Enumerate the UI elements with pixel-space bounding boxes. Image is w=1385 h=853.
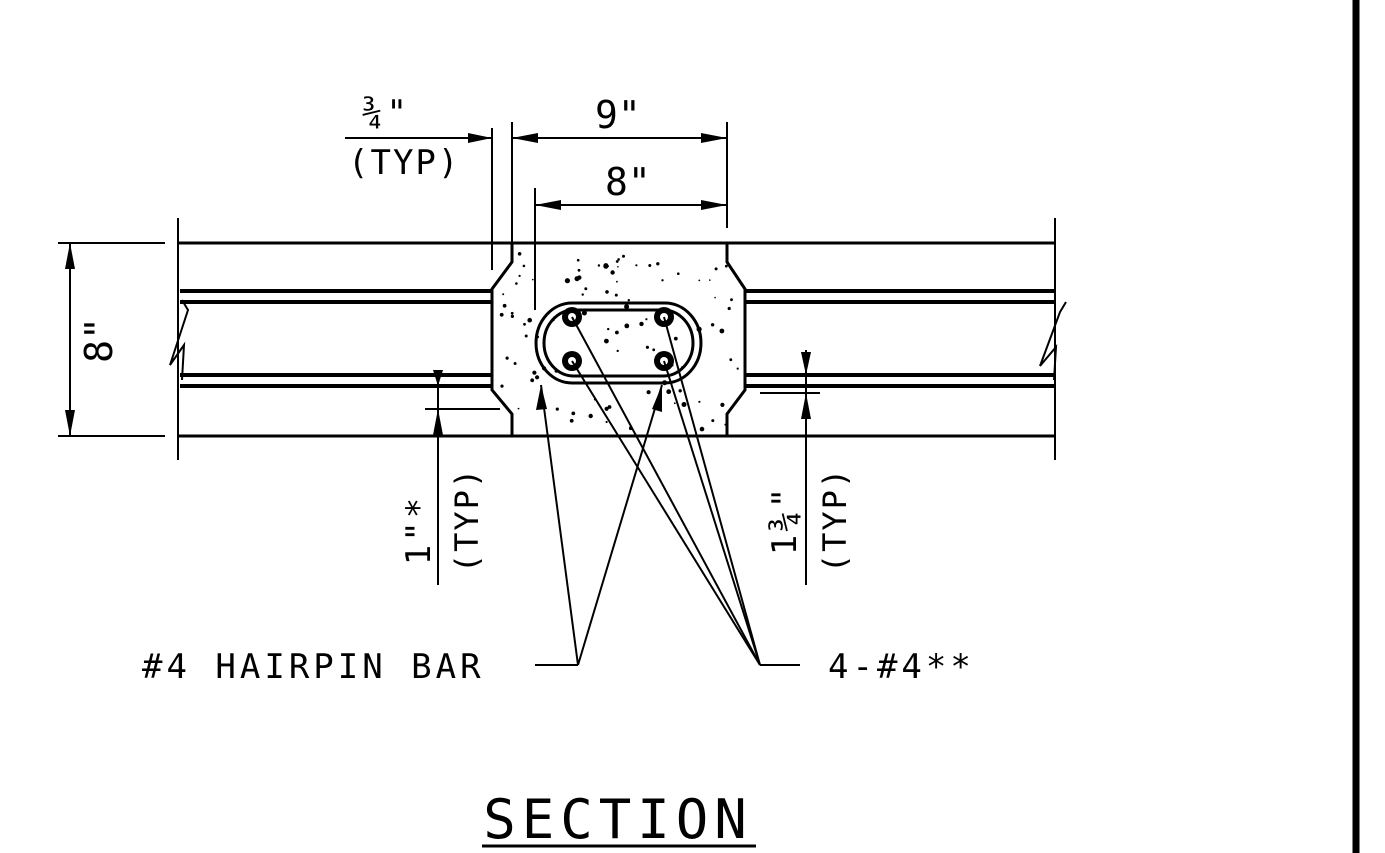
- dimension-side-cover: [760, 350, 820, 585]
- dimension-height: [58, 242, 165, 437]
- height-label: 8": [77, 317, 121, 363]
- leader-bars: [571, 316, 800, 666]
- gap-dimension-label: ¾": [362, 93, 411, 133]
- bottom-cover-label: 1"*: [399, 495, 439, 565]
- bottom-cover-typ-label: (TYP): [448, 467, 486, 573]
- break-line-right: [1039, 301, 1067, 381]
- reinforcing-bars: [562, 307, 674, 371]
- gap-typ-label: (TYP): [348, 143, 460, 183]
- hairpin-bar: [534, 301, 703, 385]
- leader-hairpin: [535, 384, 663, 666]
- dimension-bottom-cover: [425, 370, 500, 585]
- slab: [169, 218, 1067, 460]
- section-title: SECTION: [483, 788, 753, 851]
- inner-width-label: 8": [605, 160, 651, 204]
- hairpin-callout: #4 HAIRPIN BAR: [142, 647, 485, 687]
- bars-callout: 4-#4**: [828, 647, 975, 687]
- concrete-key: [490, 241, 747, 438]
- overall-width-label: 9": [595, 93, 641, 137]
- break-line-left: [169, 299, 190, 381]
- side-cover-label: 1¾": [765, 485, 805, 555]
- dimension-top: [345, 122, 728, 310]
- side-cover-typ-label: (TYP): [816, 467, 854, 573]
